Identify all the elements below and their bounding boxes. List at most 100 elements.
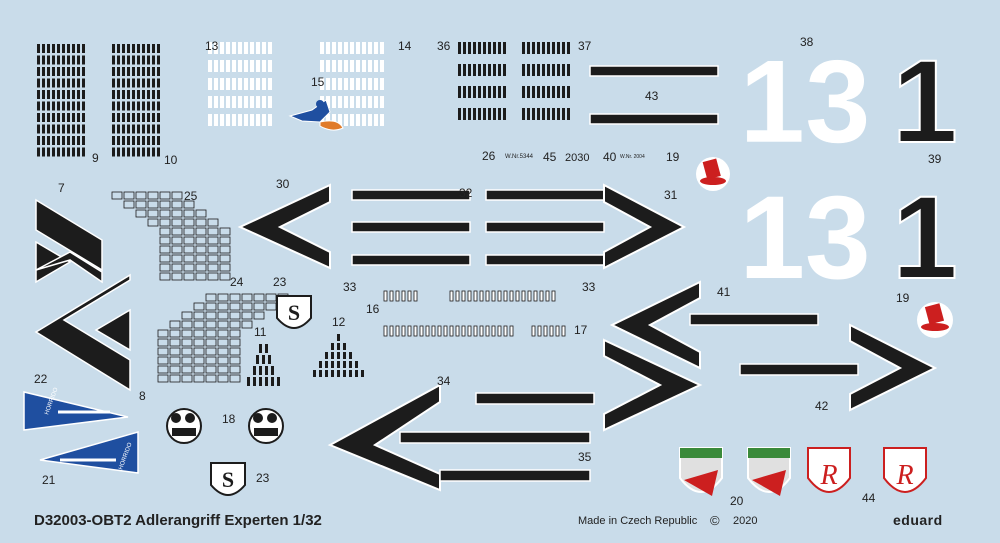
bar-mark (193, 320, 205, 329)
bar-mark (557, 86, 560, 98)
bar-mark (72, 55, 75, 65)
bar-mark (331, 370, 334, 377)
bar-mark (62, 55, 65, 65)
bar-mark (368, 78, 372, 90)
label-13: 13 (205, 39, 219, 53)
bar-mark (374, 96, 378, 108)
bar-mark (431, 325, 436, 337)
bar-mark (374, 78, 378, 90)
bar-mark (142, 101, 145, 111)
bar-mark (344, 60, 348, 72)
bar-mark (205, 311, 217, 320)
bar-mark (171, 245, 183, 254)
bar-mark (147, 44, 150, 53)
bar-mark (509, 290, 514, 302)
bar-mark (135, 209, 147, 218)
bar-mark (217, 293, 229, 302)
stencil-row-17 (531, 325, 566, 337)
bar-mark (52, 136, 55, 145)
bar-mark (208, 42, 212, 54)
bar-mark (498, 108, 501, 120)
bar-mark (52, 55, 55, 65)
bar-mark (488, 108, 491, 120)
bar-mark (207, 254, 219, 263)
bar-mark (217, 329, 229, 338)
bar-mark (468, 42, 471, 54)
bar-mark (195, 272, 207, 281)
bar-mark (232, 78, 236, 90)
bar-mark (37, 113, 40, 122)
bar-mark (57, 113, 60, 122)
bar-mark (238, 42, 242, 54)
bar-mark (152, 78, 155, 88)
bar-mark (152, 124, 155, 134)
bar-mark (159, 272, 171, 281)
bar-mark (205, 329, 217, 338)
bar-mark (142, 78, 145, 88)
bar-mark (52, 67, 55, 76)
bar-mark (515, 290, 520, 302)
victory-bars-37 (522, 42, 570, 120)
bar-mark (169, 356, 181, 365)
bar-mark (479, 325, 484, 337)
bar-mark (135, 200, 147, 209)
label-8: 8 (139, 389, 146, 403)
bar-mark (152, 101, 155, 111)
bar-mark (483, 108, 486, 120)
bar-mark (478, 108, 481, 120)
bird-emblem-15 (288, 99, 344, 131)
label-41: 41 (717, 285, 731, 299)
bar-mark (205, 293, 217, 302)
bar-mark (355, 361, 358, 368)
bar-mark (226, 60, 230, 72)
bar-mark (338, 114, 342, 126)
bar-mark (205, 356, 217, 365)
bar-mark (232, 60, 236, 72)
bar-mark (57, 55, 60, 65)
svg-text:S: S (222, 467, 234, 492)
label-30: 30 (276, 177, 290, 191)
bar-mark (47, 113, 50, 122)
bar-mark (458, 86, 461, 98)
bar-mark (343, 361, 346, 368)
bar-mark (271, 377, 274, 386)
bar-mark (567, 86, 570, 98)
bar-mark (171, 218, 183, 227)
s-shield-23-b: S (210, 462, 246, 496)
bar-mark (349, 370, 352, 377)
bar-mark (238, 114, 242, 126)
bar-mark (271, 366, 274, 375)
bar-mark (473, 108, 476, 120)
bar-mark (137, 67, 140, 76)
bar-mark (262, 78, 266, 90)
bar-mark (256, 60, 260, 72)
bar-mark (337, 361, 340, 368)
bar-mark (219, 236, 231, 245)
bar-mark (253, 302, 265, 311)
bar-mark (493, 64, 496, 76)
bar-mark (127, 44, 130, 53)
bar-mark (72, 67, 75, 76)
bar-mark (337, 370, 340, 377)
bar-mark (132, 44, 135, 53)
bar-mark (343, 343, 346, 350)
bar-mark (171, 272, 183, 281)
bar-mark (214, 60, 218, 72)
bar-mark (42, 90, 45, 99)
bar-mark (57, 124, 60, 134)
bar-mark (181, 365, 193, 374)
bar-mark (147, 90, 150, 99)
label-14: 14 (398, 39, 412, 53)
label-19-b: 19 (896, 291, 910, 305)
bar-mark (557, 42, 560, 54)
bar-mark (77, 78, 80, 88)
bar-mark (37, 67, 40, 76)
bar-mark (229, 329, 241, 338)
bar-mark (503, 86, 506, 98)
bar-mark (157, 55, 160, 65)
bar-mark (407, 290, 412, 302)
bar-mark (214, 96, 218, 108)
bar-mark (567, 42, 570, 54)
bar-mark (122, 113, 125, 122)
bar-mark (374, 42, 378, 54)
